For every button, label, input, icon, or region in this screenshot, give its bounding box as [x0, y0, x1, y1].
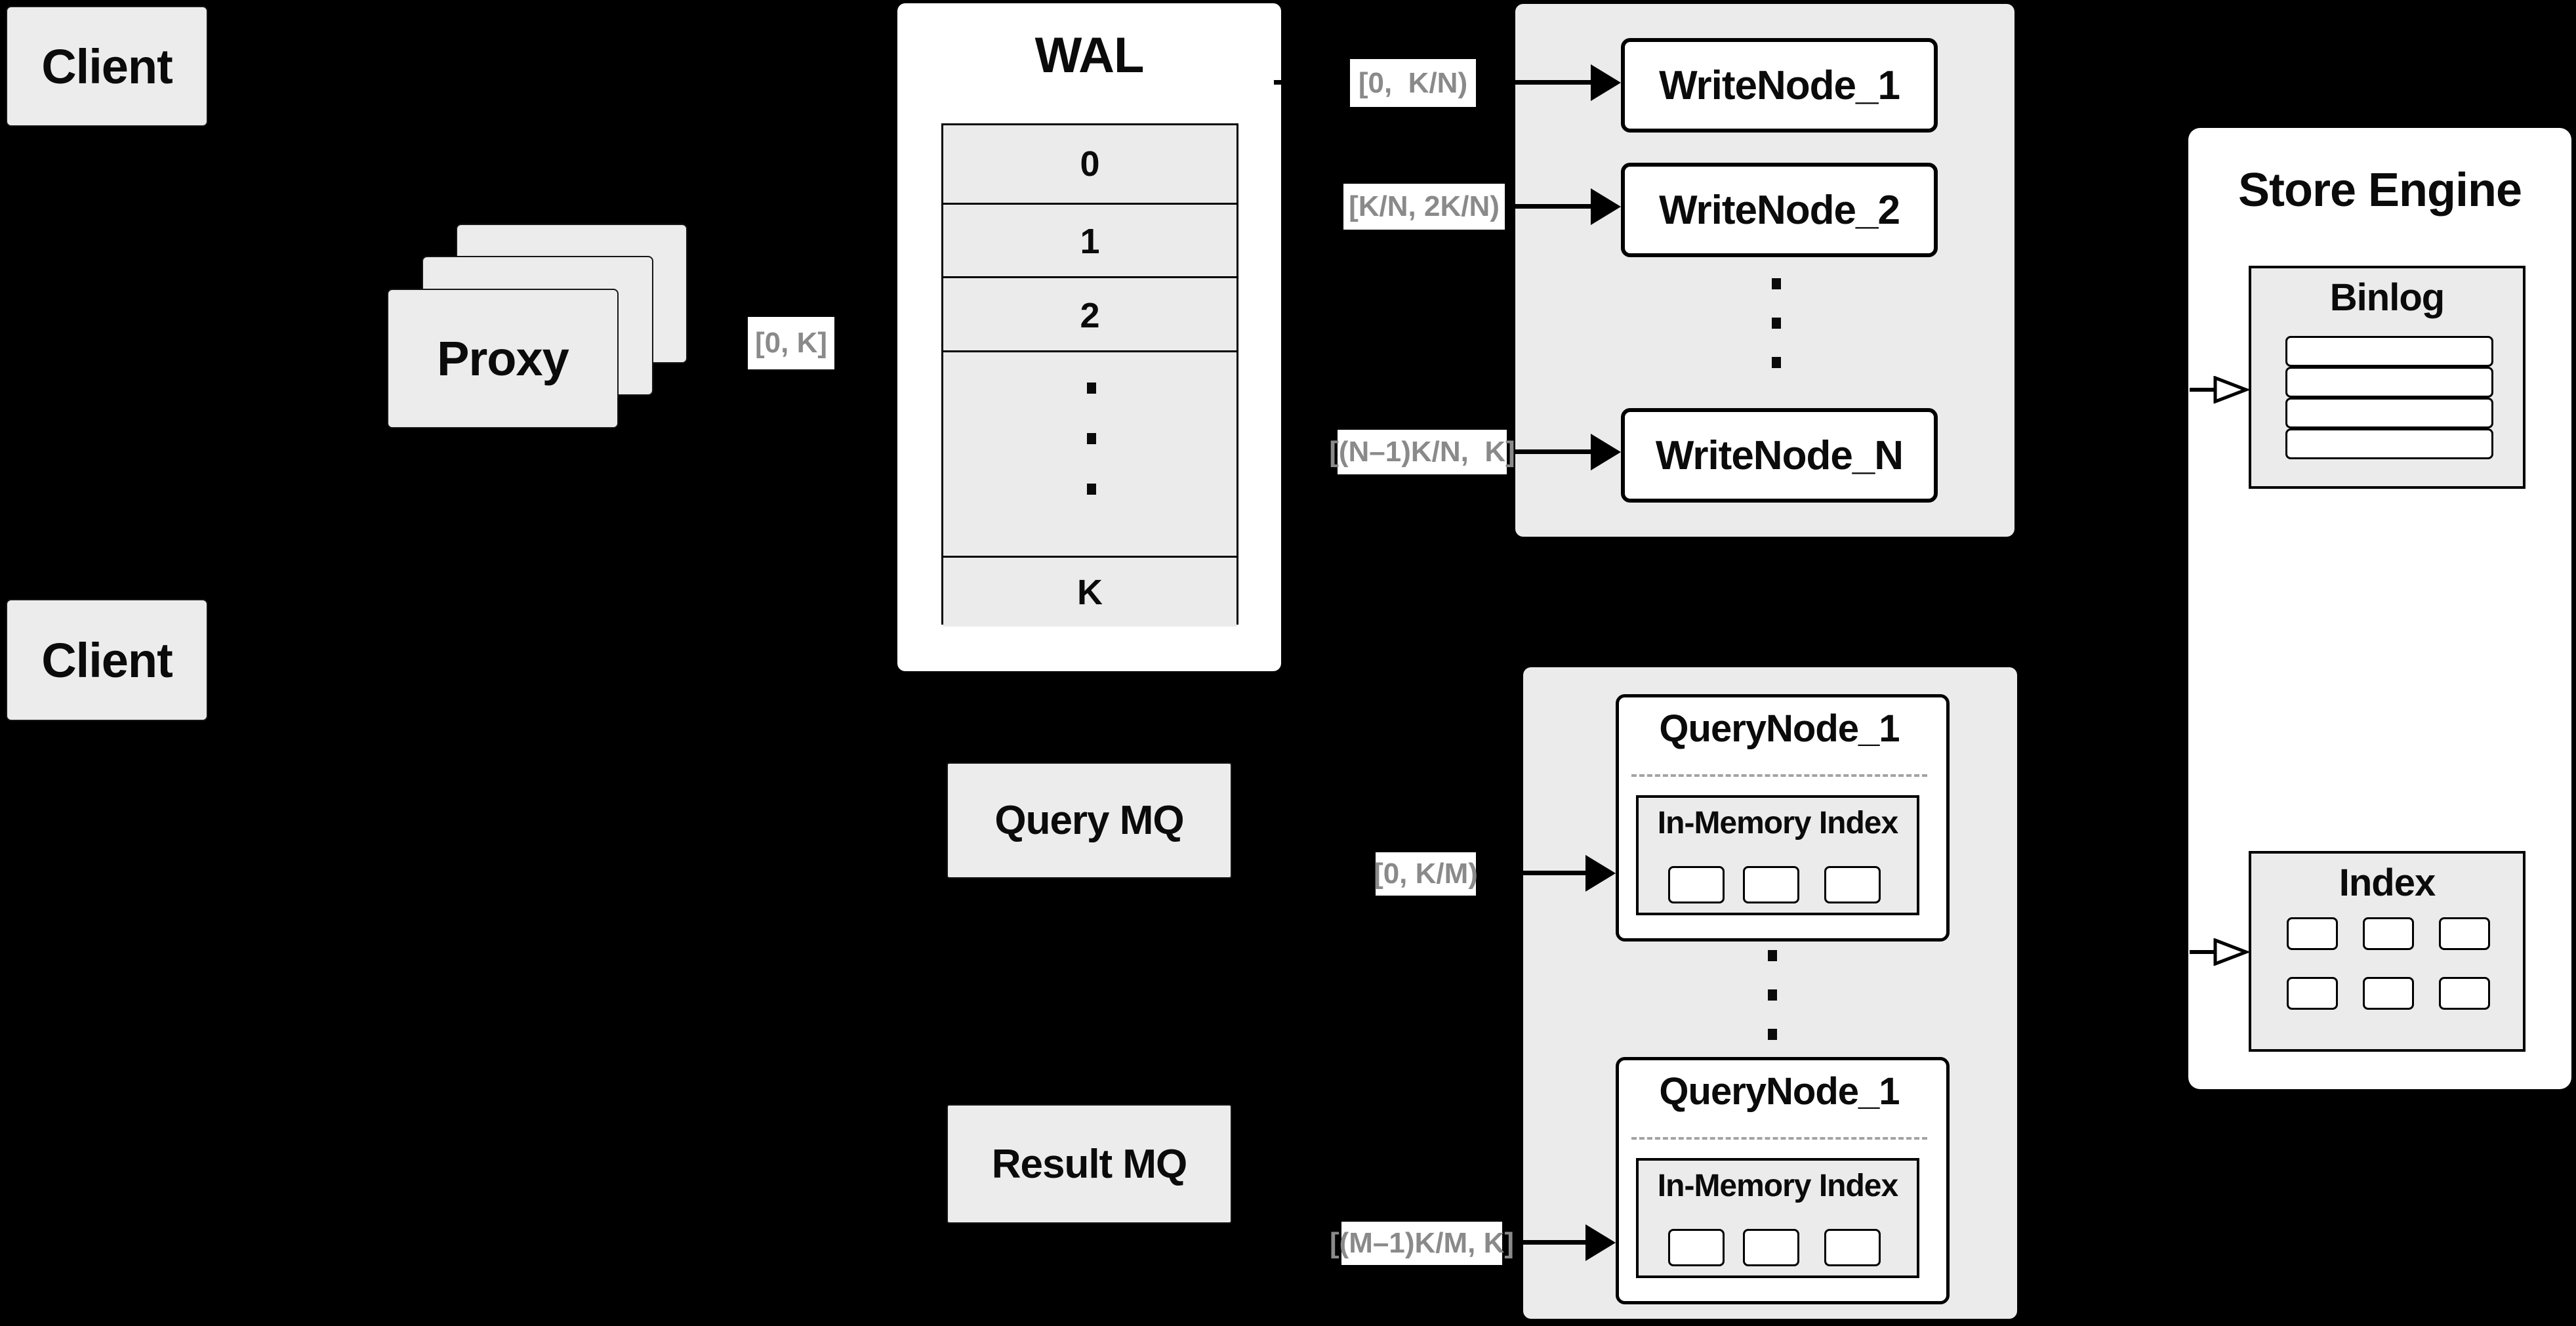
index-title: Index — [2339, 861, 2436, 904]
arrow-to-querynode-bottom — [1417, 1240, 1589, 1245]
segment-icon — [1824, 1229, 1881, 1266]
result-mq-box: Result MQ — [947, 1104, 1232, 1224]
wal-row-label: 2 — [1080, 295, 1100, 335]
binlog-row-icon — [2285, 336, 2493, 367]
client-label: Client — [41, 39, 173, 94]
write-node-label: WriteNode_1 — [1659, 62, 1900, 108]
write-node-label: WriteNode_2 — [1659, 187, 1900, 233]
wal-row-label: K — [1077, 572, 1103, 612]
segment-icon — [1668, 866, 1725, 903]
arrowhead-icon — [1591, 434, 1621, 470]
in-memory-index-title: In-Memory Index — [1657, 805, 1898, 840]
index-panel — [2249, 851, 2525, 1052]
wal-row-ellipsis — [943, 350, 1237, 558]
wal-row: 2 — [943, 276, 1237, 352]
client-box-bottom: Client — [6, 599, 208, 721]
segment-icon — [1743, 866, 1799, 903]
wal-segment-table: 0 1 2 K — [941, 123, 1238, 627]
write-node-1: WriteNode_1 — [1621, 38, 1938, 133]
ellipsis-dot-icon — [1087, 383, 1096, 394]
range-label-proxy-wal: [0, K] — [748, 317, 834, 369]
write-node-2: WriteNode_2 — [1621, 163, 1938, 257]
proxy-label: Proxy — [437, 331, 569, 386]
query-mq-box: Query MQ — [947, 762, 1232, 879]
wal-row: 0 — [943, 125, 1237, 203]
wal-row: 1 — [943, 203, 1237, 278]
dashed-divider — [1631, 1137, 1927, 1140]
query-mq-label: Query MQ — [994, 798, 1184, 843]
segment-icon — [1668, 1229, 1725, 1266]
range-label-write1: [0, K/N) — [1350, 59, 1476, 107]
client-label: Client — [41, 632, 173, 688]
segment-icon — [1743, 1229, 1799, 1266]
index-block-icon — [2439, 977, 2490, 1010]
hollow-arrowhead-icon — [2213, 376, 2249, 404]
ellipsis-dot-icon — [1772, 278, 1781, 289]
binlog-row-icon — [2285, 398, 2493, 428]
wal-row-label: 1 — [1080, 222, 1100, 261]
ellipsis-dot-icon — [1087, 433, 1096, 444]
ellipsis-dot-icon — [1772, 357, 1781, 368]
query-node-title: QueryNode_1 — [1659, 1069, 1900, 1113]
wal-row: K — [943, 556, 1237, 627]
index-block-icon — [2287, 917, 2338, 950]
client-box-top: Client — [6, 6, 208, 127]
write-node-label: WriteNode_N — [1655, 432, 1904, 478]
range-label-result: [(M–1)K/M, K] — [1330, 1222, 1514, 1265]
dashed-divider — [1631, 774, 1927, 777]
arrowhead-icon — [1591, 188, 1621, 225]
range-label-writen: [(N–1)K/N, K] — [1329, 430, 1515, 474]
binlog-title: Binlog — [2329, 276, 2445, 319]
write-node-n: WriteNode_N — [1621, 408, 1938, 503]
proxy-box: Proxy — [387, 289, 619, 428]
binlog-row-icon — [2285, 428, 2493, 459]
index-block-icon — [2363, 917, 2414, 950]
range-label-write2: [K/N, 2K/N) — [1343, 184, 1505, 230]
ellipsis-dot-icon — [1768, 1029, 1777, 1040]
query-node-title: QueryNode_1 — [1659, 707, 1900, 750]
ellipsis-dot-icon — [1768, 989, 1777, 1001]
in-memory-index-title: In-Memory Index — [1657, 1168, 1898, 1203]
index-block-icon — [2439, 917, 2490, 950]
arrowhead-icon — [1591, 64, 1621, 101]
arrow-to-querynode-top — [1410, 871, 1589, 875]
ellipsis-dot-icon — [1087, 484, 1096, 495]
hollow-arrowhead-icon — [2213, 938, 2249, 966]
wal-title: WAL — [1034, 27, 1145, 83]
segment-icon — [1824, 866, 1881, 903]
arrowhead-icon — [1585, 855, 1616, 892]
ellipsis-dot-icon — [1772, 318, 1781, 329]
wal-row-label: 0 — [1080, 144, 1100, 184]
index-block-icon — [2363, 977, 2414, 1010]
binlog-row-icon — [2285, 367, 2493, 398]
result-mq-label: Result MQ — [991, 1141, 1188, 1187]
store-engine-title: Store Engine — [2238, 164, 2522, 217]
range-label-query: [0, K/M) — [1374, 852, 1478, 896]
arrow-to-index — [2190, 950, 2217, 954]
arrowhead-icon — [1585, 1224, 1616, 1261]
ellipsis-dot-icon — [1768, 950, 1777, 961]
index-block-icon — [2287, 977, 2338, 1010]
arrow-to-binlog — [2190, 388, 2217, 392]
